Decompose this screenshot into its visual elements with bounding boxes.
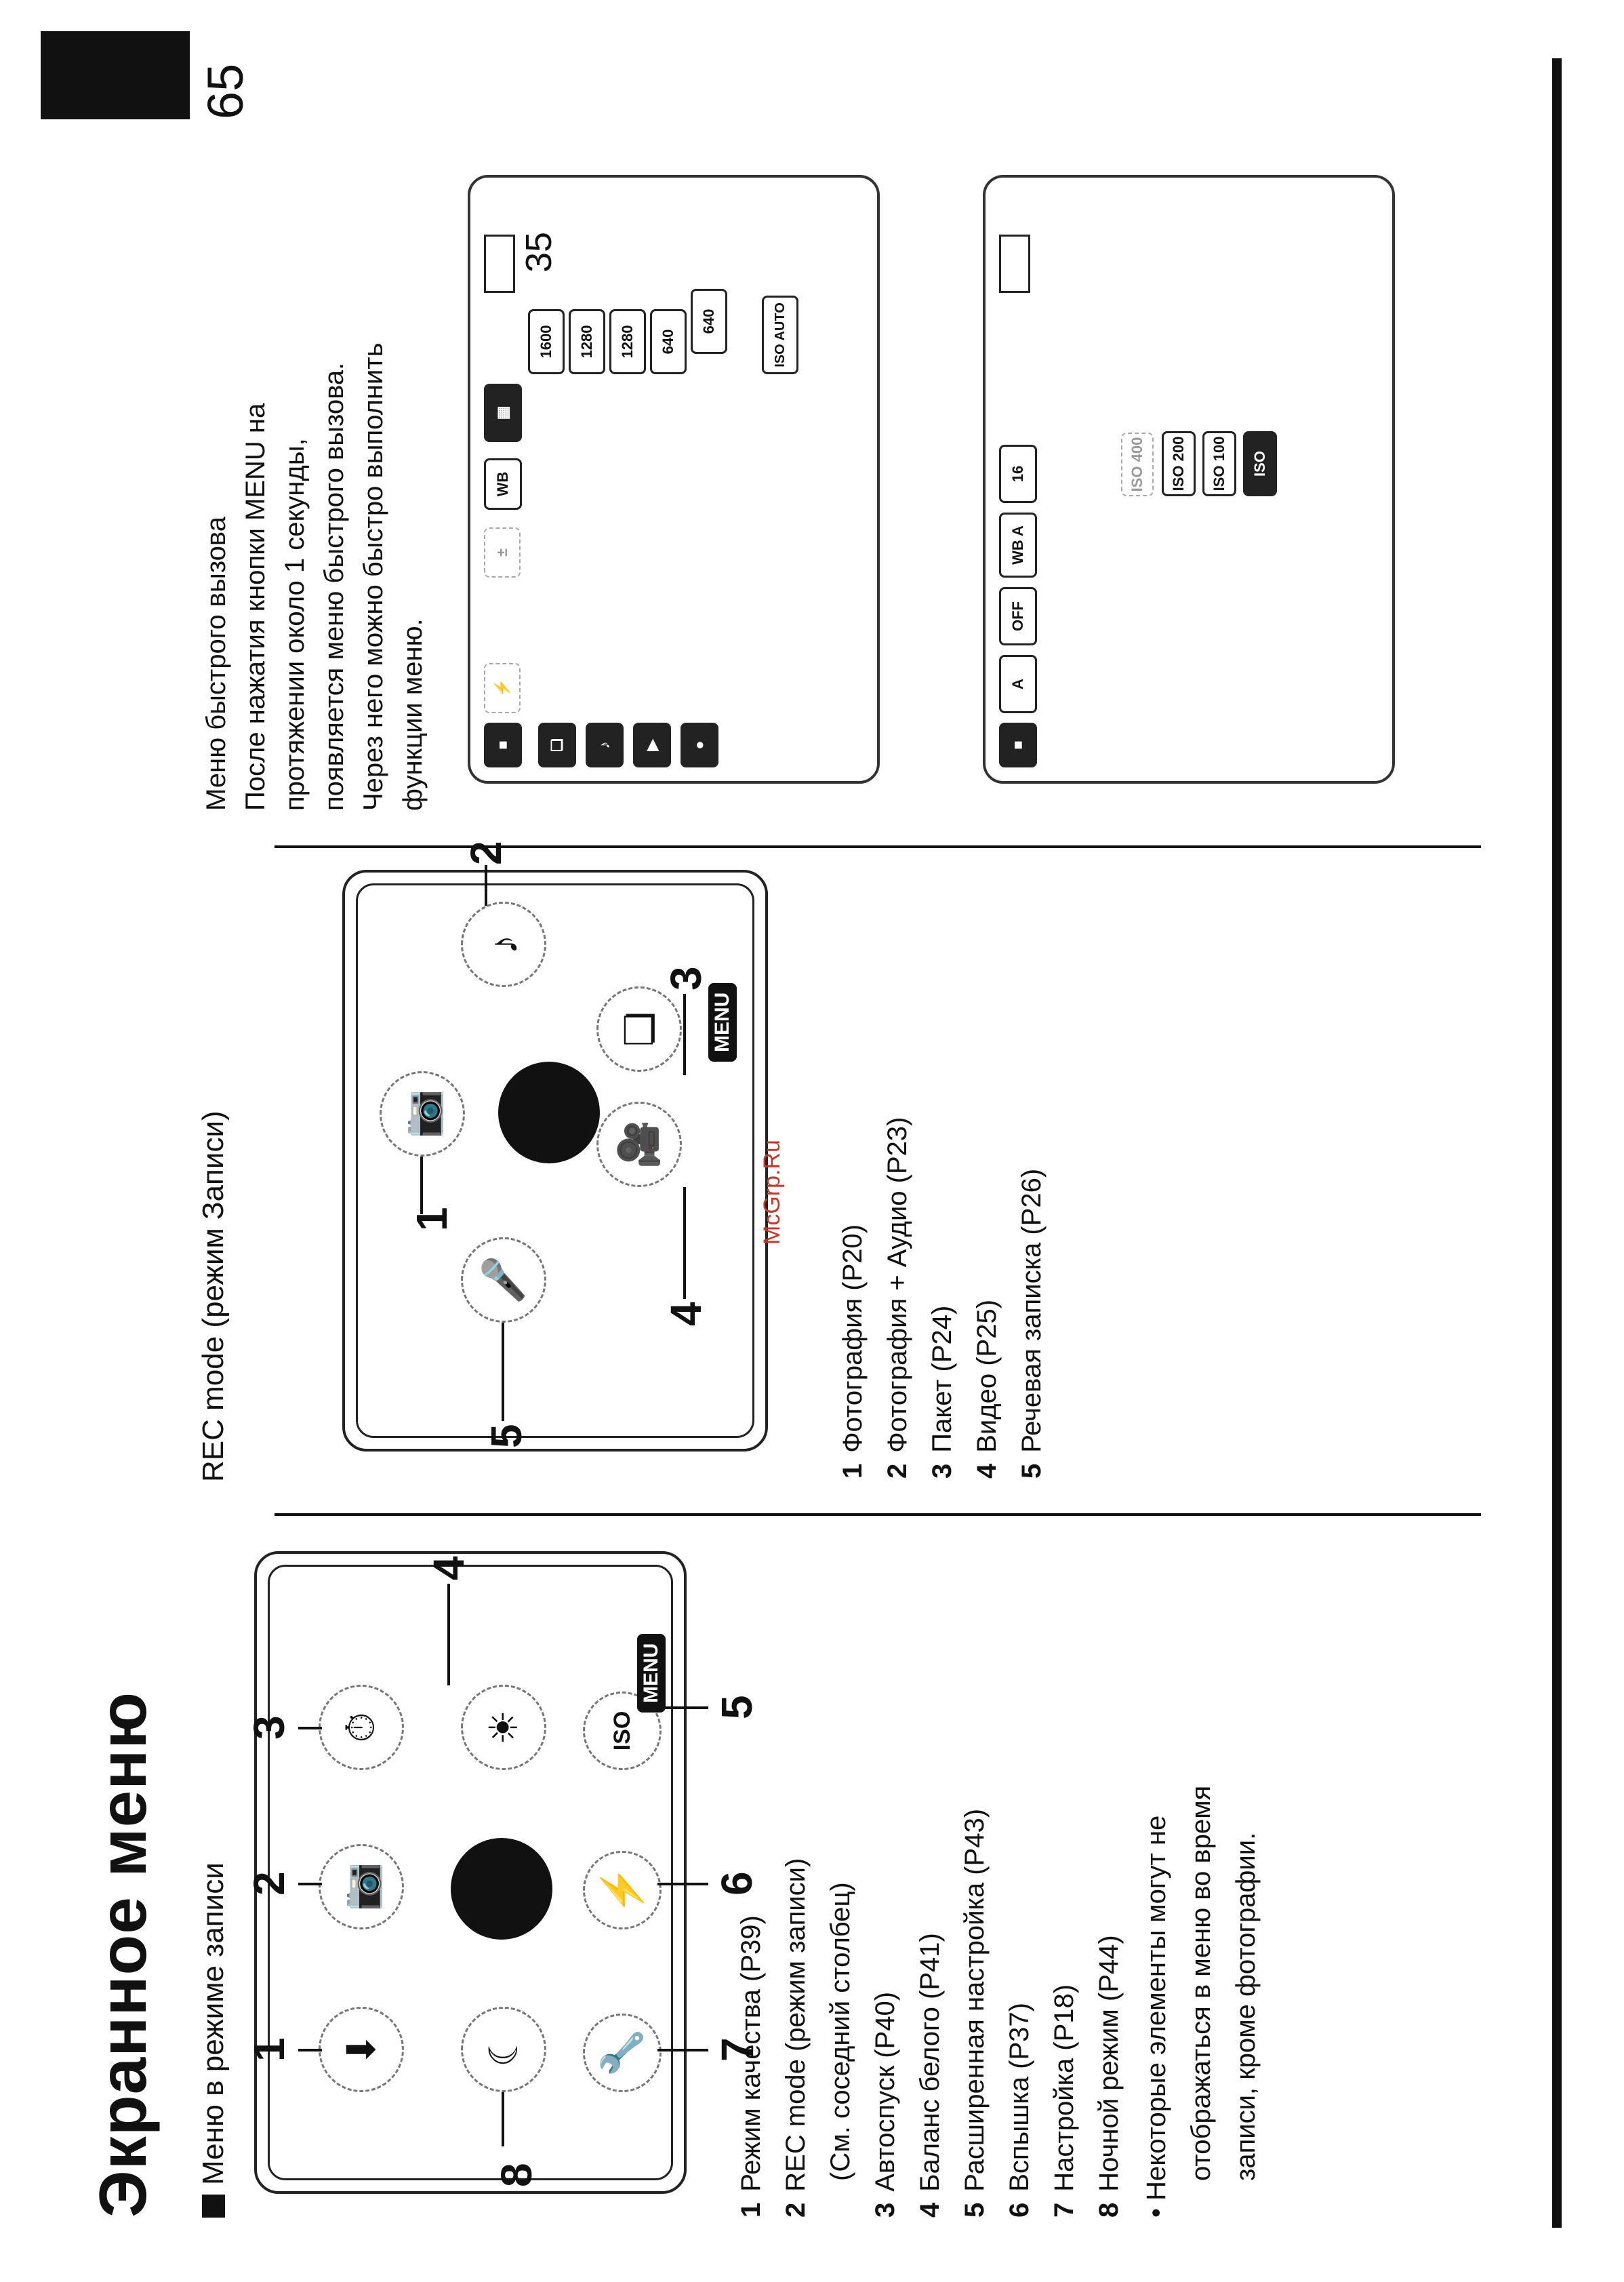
list-item: 4Баланс белого (P41) (915, 1933, 945, 2218)
photo-audio-icon: ♪ (586, 723, 624, 767)
quick-menu-screen-1: ■ ⚡ ± WB ▦ 35 1600 1280 1280 640 640 ISO… (468, 175, 880, 784)
note: отображаться в меню во время (1186, 1785, 1216, 2181)
callout-2: 2 (245, 1871, 293, 1896)
video-icon: 🎥 (596, 1102, 682, 1187)
page-title: Экранное меню (85, 1692, 160, 2218)
center-dial-icon (498, 1062, 600, 1163)
section-heading-rec-mode: REC mode (режим Записи) (197, 1110, 230, 1482)
burst-icon: ❏ (596, 986, 682, 1072)
night-mode-icon: ☾ (461, 2007, 546, 2092)
flash-icon: ⚡ (484, 663, 521, 713)
voice-icon: ● (681, 723, 718, 767)
size-option: 640 (650, 309, 687, 374)
list-item: 3Автоспуск (P40) (870, 1991, 900, 2218)
list-item: 2Фотография + Аудио (P23) (882, 1117, 912, 1479)
shots-remaining: 35 (519, 231, 559, 273)
quick-menu-screen-2: ■ A OFF WB A 16 ISO 400 ISO 200 ISO 100 … (983, 175, 1395, 784)
callout-4: 4 (662, 1302, 710, 1326)
size-option: 1280 (569, 309, 605, 374)
watermark: McGrp.Ru (759, 1140, 785, 1245)
wb-icon: WB (484, 458, 522, 510)
photo-mode-icon: ■ (484, 723, 522, 767)
note: записи, кроме фотографии. (1231, 1832, 1261, 2181)
list-item: (См. соседний столбец) (826, 1882, 855, 2181)
callout-1: 1 (407, 1207, 456, 1231)
callout-2: 2 (462, 841, 510, 865)
list-item: 3Пакет (P24) (927, 1305, 957, 1479)
iso-option: ISO (1243, 431, 1277, 496)
callout-5: 5 (482, 1424, 531, 1448)
center-dial-icon (451, 1838, 552, 1940)
self-timer-icon: ⏱ (319, 1685, 404, 1770)
quality-icon: ▦ (484, 384, 522, 442)
rec-menu-list: 1Режим качества (P39) 2REC mode (режим з… (729, 1540, 1268, 2218)
size-option: 1280 (609, 309, 646, 374)
note: • Некоторые элементы могут не (1141, 1815, 1171, 2218)
section-heading-text: Меню в режиме записи (197, 1862, 230, 2185)
iso-auto-label: ISO AUTO (762, 296, 798, 374)
iso-option: ISO 100 (1202, 431, 1236, 496)
callout-4: 4 (424, 1556, 473, 1580)
list-item: 4Видео (P25) (972, 1299, 1002, 1479)
photo-icon: 📷 (380, 1071, 465, 1157)
list-item: 2REC mode (режим записи) (781, 1858, 811, 2218)
size-option: 16 (999, 445, 1037, 503)
battery-icon (484, 235, 515, 293)
quick-menu-description: Меню быстрого вызова После нажатия кнопк… (201, 342, 428, 811)
size-option: 1600 (528, 309, 565, 374)
list-item: 6Вспышка (P37) (1004, 2003, 1034, 2218)
callout-8: 8 (492, 2163, 541, 2187)
flash-auto-option: A (999, 655, 1037, 713)
callout-1: 1 (245, 2037, 293, 2062)
rec-mode-icon: 📷 (319, 1844, 404, 1929)
video-icon: ▶ (633, 723, 671, 767)
quality-icon: ⬇ (319, 2007, 404, 2092)
list-item: 5Речевая записка (P26) (1017, 1168, 1047, 1479)
menu-label: MENU (637, 1633, 666, 1713)
column-divider (275, 1513, 1481, 1516)
callout-3: 3 (662, 966, 710, 990)
wb-auto-option: WB A (999, 513, 1037, 578)
flash-icon: ⚡ (583, 1851, 662, 1929)
iso-option: ISO 400 (1121, 433, 1154, 496)
list-item: 8Ночной режим (P44) (1094, 1935, 1124, 2218)
list-item: 1Режим качества (P39) (736, 1915, 766, 2218)
page-number: 65 (197, 63, 253, 119)
bottom-rule (1552, 58, 1562, 2228)
chapter-tab (41, 31, 190, 119)
bullet-square-icon (202, 2195, 225, 2218)
callout-3: 3 (245, 1715, 293, 1740)
burst-icon: ❏ (538, 723, 576, 767)
size-option: 640 (691, 289, 727, 354)
voice-memo-icon: 🎤 (461, 1237, 546, 1323)
column-divider (275, 845, 1481, 848)
white-balance-icon: ☀ (461, 1685, 546, 1770)
list-item: 1Фотография (P20) (838, 1224, 868, 1479)
iso-option: ISO 200 (1162, 431, 1196, 496)
list-item: 5Расширенная настройка (P43) (960, 1808, 990, 2218)
setup-icon: 🔧 (583, 2014, 662, 2092)
photo-mode-icon: ■ (999, 723, 1037, 767)
section-heading-rec-menu: Меню в режиме записи (197, 1862, 230, 2218)
battery-icon (999, 235, 1030, 293)
off-option: OFF (999, 587, 1037, 645)
exposure-icon: ± (484, 527, 521, 578)
list-item: 7Настройка (P18) (1049, 1984, 1079, 2218)
photo-audio-icon: ♪ (461, 902, 546, 987)
rec-mode-list: 1Фотография (P20) 2Фотография + Аудио (P… (830, 868, 1054, 1479)
menu-label: MENU (708, 982, 737, 1062)
